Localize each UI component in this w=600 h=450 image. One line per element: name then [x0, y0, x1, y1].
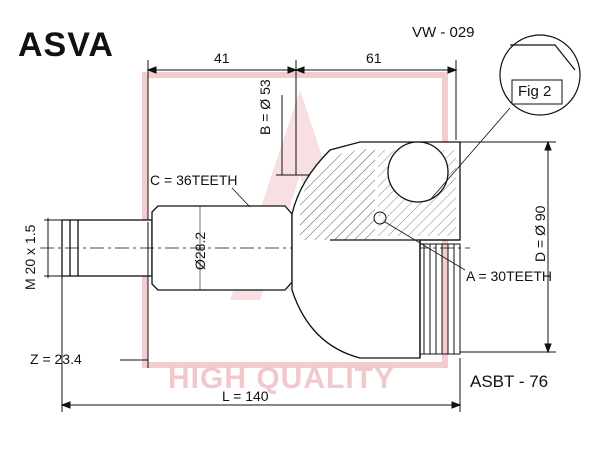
dim-l: L = 140	[222, 388, 269, 404]
dim-shaft: Ø28.2	[192, 231, 208, 270]
dim-top-right: 61	[366, 50, 382, 66]
dim-c: C = 36TEETH	[150, 172, 238, 188]
small-ball	[373, 211, 387, 225]
dim-d: D = Ø 90	[532, 205, 548, 262]
dim-a: A = 30TEETH	[466, 268, 552, 284]
dim-top-left: 41	[214, 50, 230, 66]
b-dimension	[276, 95, 310, 176]
part-number: ASBT - 76	[470, 372, 549, 391]
thread-dimension	[44, 218, 62, 278]
model-code: VW - 029	[412, 24, 475, 41]
outer-splines	[419, 243, 461, 355]
brand-name: ASVA	[18, 26, 114, 64]
bottom-dimensions	[60, 222, 462, 412]
leader-lines	[231, 187, 466, 271]
top-dimension	[146, 60, 458, 222]
detail-callout	[429, 34, 581, 201]
watermark-tagline: HIGH QUALITY	[168, 362, 395, 395]
dim-thread: M 20 x 1.5	[22, 224, 38, 290]
dim-b: B = Ø 53	[257, 79, 273, 135]
ball-bearing	[387, 141, 449, 203]
fig-label: Fig 2	[518, 83, 552, 100]
dim-z: Z = 23.4	[30, 351, 82, 367]
d-dimension	[460, 140, 556, 354]
